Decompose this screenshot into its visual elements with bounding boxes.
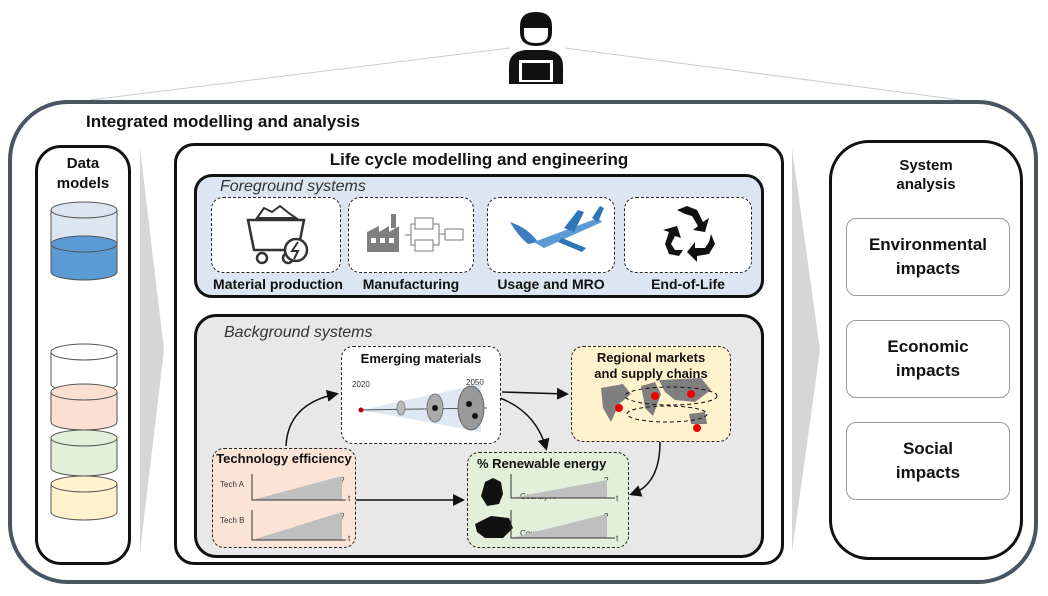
manufacturing-label: Manufacturing bbox=[362, 276, 460, 292]
database-icon bbox=[50, 343, 118, 521]
background-title: Background systems bbox=[224, 324, 373, 341]
factory-icon bbox=[367, 214, 464, 252]
tech-a-question: ? bbox=[340, 476, 345, 485]
recycle-icon bbox=[663, 206, 715, 262]
usage-mro-card bbox=[487, 197, 615, 273]
main-title: Integrated modelling and analysis bbox=[86, 112, 360, 131]
economic-impacts-box: Economic impacts bbox=[846, 320, 1010, 398]
lca-title: Life cycle modelling and engineering bbox=[329, 150, 629, 169]
technology-charts bbox=[251, 474, 346, 541]
material-production-card bbox=[211, 197, 341, 273]
foreground-title: Foreground systems bbox=[220, 178, 366, 195]
country-b-t: t bbox=[616, 534, 619, 543]
usage-mro-label: Usage and MRO bbox=[497, 276, 605, 292]
technology-efficiency-title: Technology efficiency bbox=[216, 451, 352, 466]
world-map-graphic bbox=[601, 378, 718, 432]
aircraft-icon bbox=[510, 206, 604, 252]
tech-b-question: ? bbox=[340, 512, 345, 521]
data-models-title: Data models bbox=[35, 154, 131, 194]
environmental-impacts-box: Environmental impacts bbox=[846, 218, 1010, 296]
renewable-charts bbox=[475, 474, 615, 539]
user-laptop-icon bbox=[509, 12, 563, 84]
database-stack bbox=[50, 201, 118, 521]
data-models-title-2: models bbox=[56, 175, 110, 192]
renewable-energy-title: % Renewable energy bbox=[477, 456, 607, 471]
tech-a-t: t bbox=[348, 494, 351, 503]
tech-b-t: t bbox=[348, 534, 351, 543]
country-a-map-icon bbox=[481, 478, 503, 506]
end-of-life-card bbox=[624, 197, 752, 273]
emerging-materials-graphic bbox=[358, 384, 488, 432]
material-production-label: Material production bbox=[213, 276, 343, 292]
system-analysis-title-2: analysis bbox=[896, 176, 956, 193]
tech-b-label: Tech B bbox=[220, 516, 245, 525]
year-start-label: 2020 bbox=[352, 380, 370, 389]
system-analysis-title: System analysis bbox=[829, 156, 1023, 194]
regional-title-1: Regional markets bbox=[596, 350, 706, 365]
data-models-title-1: Data bbox=[66, 155, 100, 172]
country-b-map-icon bbox=[475, 516, 513, 538]
mine-cart-icon bbox=[246, 204, 309, 265]
regional-markets-title: Regional markets and supply chains bbox=[571, 350, 731, 382]
system-analysis-title-1: System bbox=[899, 157, 953, 174]
end-of-life-label: End-of-Life bbox=[651, 276, 725, 292]
social-impacts-box: Social impacts bbox=[846, 422, 1010, 500]
tech-a-label: Tech A bbox=[220, 480, 245, 489]
database-icon bbox=[50, 201, 118, 281]
manufacturing-card bbox=[348, 197, 474, 273]
emerging-materials-title: Emerging materials bbox=[360, 351, 482, 366]
country-a-t: t bbox=[616, 494, 619, 503]
regional-title-2: and supply chains bbox=[594, 366, 708, 381]
year-end-label: 2050 bbox=[466, 378, 484, 387]
user-connector-lines bbox=[89, 47, 961, 101]
